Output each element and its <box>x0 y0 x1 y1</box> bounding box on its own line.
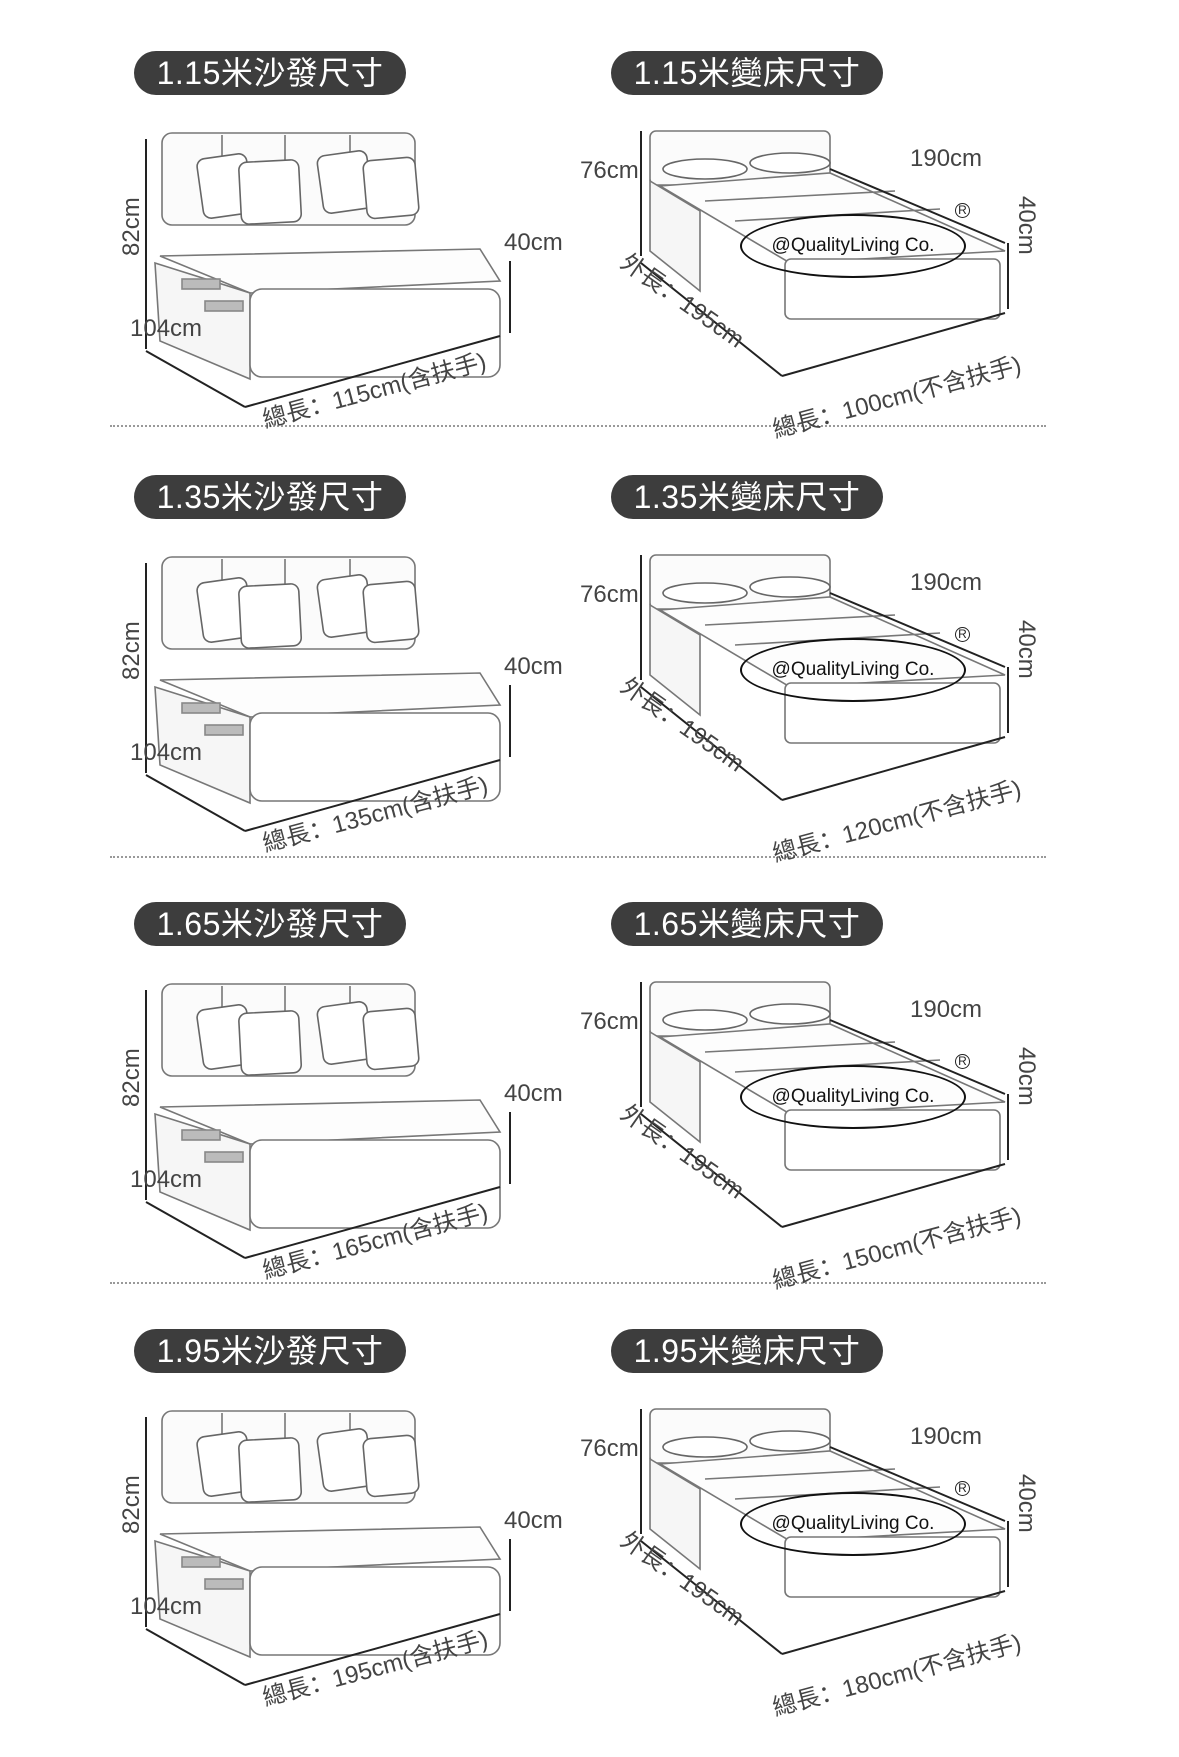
watermark: @QualityLiving Co. <box>740 1492 966 1556</box>
sofa-size-title: 1.65米沙發尺寸 <box>134 902 406 946</box>
sofa-depth-label: 104cm <box>130 1166 203 1193</box>
sofa-depth-label: 104cm <box>130 1593 203 1620</box>
bed-back-height-label: 76cm <box>580 157 639 184</box>
bed-size-title: 1.95米變床尺寸 <box>611 1329 883 1373</box>
sofa-depth-label: 104cm <box>130 315 203 342</box>
sofa-drawing <box>145 556 511 832</box>
seat-height-label: 40cm <box>504 229 563 256</box>
section-divider <box>110 1282 1046 1284</box>
sofa-height-label: 82cm <box>118 621 145 680</box>
seat-height-label: 40cm <box>504 653 563 680</box>
sofa-height-label: 82cm <box>118 1475 145 1534</box>
size-section: 1.15米沙發尺寸 1.15米變床尺寸 82cm 104cm 40cm 總長：1… <box>0 51 1179 479</box>
sofa-size-title: 1.15米沙發尺寸 <box>134 51 406 95</box>
furniture-drawings <box>145 981 1009 1259</box>
furniture-drawings <box>145 554 1009 832</box>
sofa-drawing <box>145 132 511 408</box>
watermark: @QualityLiving Co. <box>740 638 966 702</box>
bed-height-label: 40cm <box>1013 1047 1040 1106</box>
bed-length-label: 190cm <box>910 145 983 172</box>
bed-height-label: 40cm <box>1013 196 1040 255</box>
bed-back-height-label: 76cm <box>580 581 639 608</box>
watermark: @QualityLiving Co. <box>740 1065 966 1129</box>
size-section: 1.95米沙發尺寸 1.95米變床尺寸 82cm 104cm 40cm 總長：1… <box>0 1329 1179 1757</box>
sofa-drawing <box>145 1410 511 1686</box>
registered-mark-icon: R <box>955 203 970 218</box>
section-divider <box>110 856 1046 858</box>
sofa-height-label: 82cm <box>118 197 145 256</box>
section-divider <box>110 425 1046 427</box>
watermark: @QualityLiving Co. <box>740 214 966 278</box>
bed-back-height-label: 76cm <box>580 1435 639 1462</box>
bed-length-label: 190cm <box>910 1423 983 1450</box>
seat-height-label: 40cm <box>504 1080 563 1107</box>
bed-size-title: 1.65米變床尺寸 <box>611 902 883 946</box>
sofa-height-label: 82cm <box>118 1048 145 1107</box>
bed-height-label: 40cm <box>1013 620 1040 679</box>
furniture-drawings <box>145 130 1009 408</box>
registered-mark-icon: R <box>955 1054 970 1069</box>
size-section: 1.35米沙發尺寸 1.35米變床尺寸 82cm 104cm 40cm 總長：1… <box>0 475 1179 903</box>
bed-length-label: 190cm <box>910 569 983 596</box>
bed-length-label: 190cm <box>910 996 983 1023</box>
bed-back-height-label: 76cm <box>580 1008 639 1035</box>
size-section: 1.65米沙發尺寸 1.65米變床尺寸 82cm 104cm 40cm 總長：1… <box>0 902 1179 1330</box>
registered-mark-icon: R <box>955 627 970 642</box>
furniture-drawings <box>145 1408 1009 1686</box>
bed-size-title: 1.15米變床尺寸 <box>611 51 883 95</box>
sofa-drawing <box>145 983 511 1259</box>
bed-size-title: 1.35米變床尺寸 <box>611 475 883 519</box>
sofa-size-title: 1.35米沙發尺寸 <box>134 475 406 519</box>
registered-mark-icon: R <box>955 1481 970 1496</box>
sofa-depth-label: 104cm <box>130 739 203 766</box>
seat-height-label: 40cm <box>504 1507 563 1534</box>
bed-height-label: 40cm <box>1013 1474 1040 1533</box>
sofa-size-title: 1.95米沙發尺寸 <box>134 1329 406 1373</box>
